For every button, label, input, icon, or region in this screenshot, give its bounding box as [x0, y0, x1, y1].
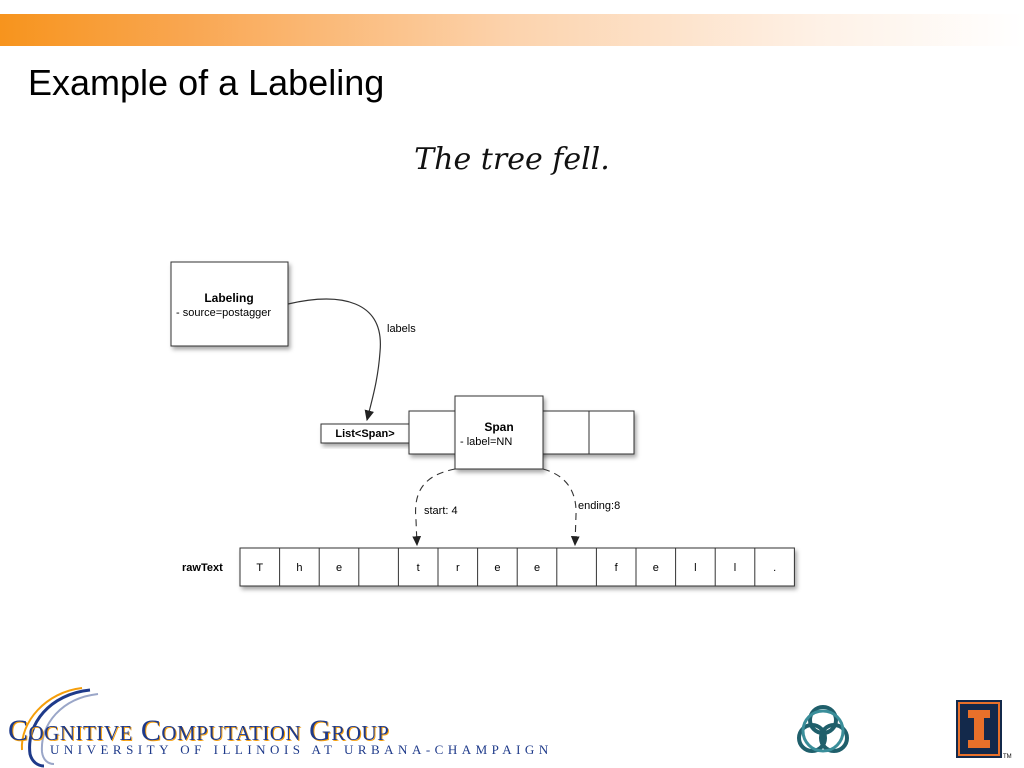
- rawtext-char: h: [296, 562, 302, 574]
- rawtext-char: e: [336, 562, 342, 574]
- rawtext-char: T: [256, 562, 263, 574]
- title-bar-gradient: [0, 14, 1024, 46]
- rawtext-char: f: [615, 562, 619, 574]
- university-subtitle: UNIVERSITY OF ILLINOIS AT URBANA-CHAMPAI…: [50, 742, 553, 757]
- labeling-node: Labeling - source=postagger: [170, 261, 289, 347]
- rawtext-char: l: [694, 562, 696, 574]
- ending-edge: [542, 468, 580, 547]
- labeling-title: Labeling: [204, 291, 253, 305]
- list-span-node: List<Span>: [320, 423, 410, 444]
- cognitive-computation-group-logo: Cognitive Computation Group: [8, 714, 390, 747]
- start-edge: [412, 468, 456, 547]
- rawtext-char: e: [653, 562, 659, 574]
- ending-edge-label: ending:8: [578, 500, 620, 512]
- span-title: Span: [484, 420, 513, 434]
- celtic-knot-icon: [797, 705, 849, 753]
- start-edge-label: start: 4: [424, 505, 458, 517]
- span-attr: - label=NN: [460, 436, 512, 448]
- list-span-label: List<Span>: [335, 428, 394, 440]
- rawtext-char: t: [417, 562, 420, 574]
- labels-edge-label: labels: [387, 323, 416, 335]
- trademark: TM: [1003, 754, 1012, 760]
- rawtext-char: .: [773, 562, 776, 574]
- example-sentence: The tree fell.: [414, 142, 610, 177]
- swirl-logo-icon: [20, 687, 99, 768]
- labeling-attr: - source=postagger: [176, 307, 271, 319]
- slide-title: Example of a Labeling: [28, 62, 385, 103]
- rawtext-char: e: [494, 562, 500, 574]
- rawtext-label: rawText: [182, 562, 223, 574]
- illinois-block-i-icon: [956, 700, 1002, 758]
- rawtext-char: l: [734, 562, 736, 574]
- labels-edge: [287, 298, 381, 422]
- rawtext-char: e: [534, 562, 540, 574]
- rawtext-char: r: [456, 562, 460, 574]
- span-node: Span - label=NN: [454, 395, 544, 470]
